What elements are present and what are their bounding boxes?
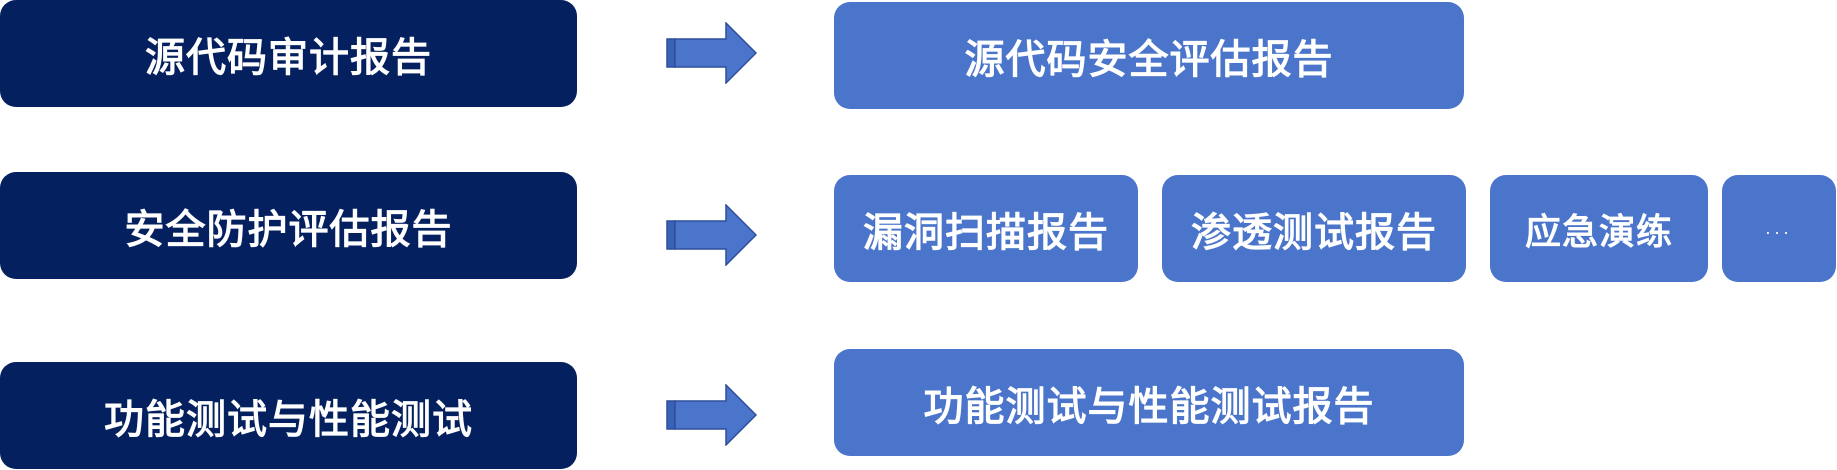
target-box-ellipsis: ...	[1722, 175, 1836, 282]
target-box-source-code-security-report: 源代码安全评估报告	[834, 2, 1464, 109]
right-arrow-icon	[666, 204, 758, 266]
target-box-label: 渗透测试报告	[1191, 209, 1437, 256]
source-box-label: 功能测试与性能测试	[104, 396, 473, 443]
target-box-functional-performance-test-report: 功能测试与性能测试报告	[834, 349, 1464, 456]
target-box-label: 应急演练	[1524, 211, 1673, 253]
source-box-security-protection-assessment: 安全防护评估报告	[0, 172, 577, 279]
target-box-label: 漏洞扫描报告	[863, 209, 1109, 256]
target-box-penetration-test-report: 渗透测试报告	[1162, 175, 1466, 282]
right-arrow-icon	[666, 384, 758, 446]
target-box-label: ...	[1765, 219, 1793, 238]
source-box-functional-performance-test: 功能测试与性能测试	[0, 362, 577, 469]
source-box-source-code-audit: 源代码审计报告	[0, 0, 577, 107]
right-arrow-icon	[666, 22, 758, 84]
target-box-label: 源代码安全评估报告	[964, 36, 1334, 83]
target-box-vulnerability-scan-report: 漏洞扫描报告	[834, 175, 1138, 282]
source-box-label: 源代码审计报告	[145, 34, 432, 81]
target-box-emergency-drill: 应急演练	[1490, 175, 1708, 282]
target-box-label: 功能测试与性能测试报告	[923, 383, 1375, 430]
source-box-label: 安全防护评估报告	[124, 206, 453, 253]
